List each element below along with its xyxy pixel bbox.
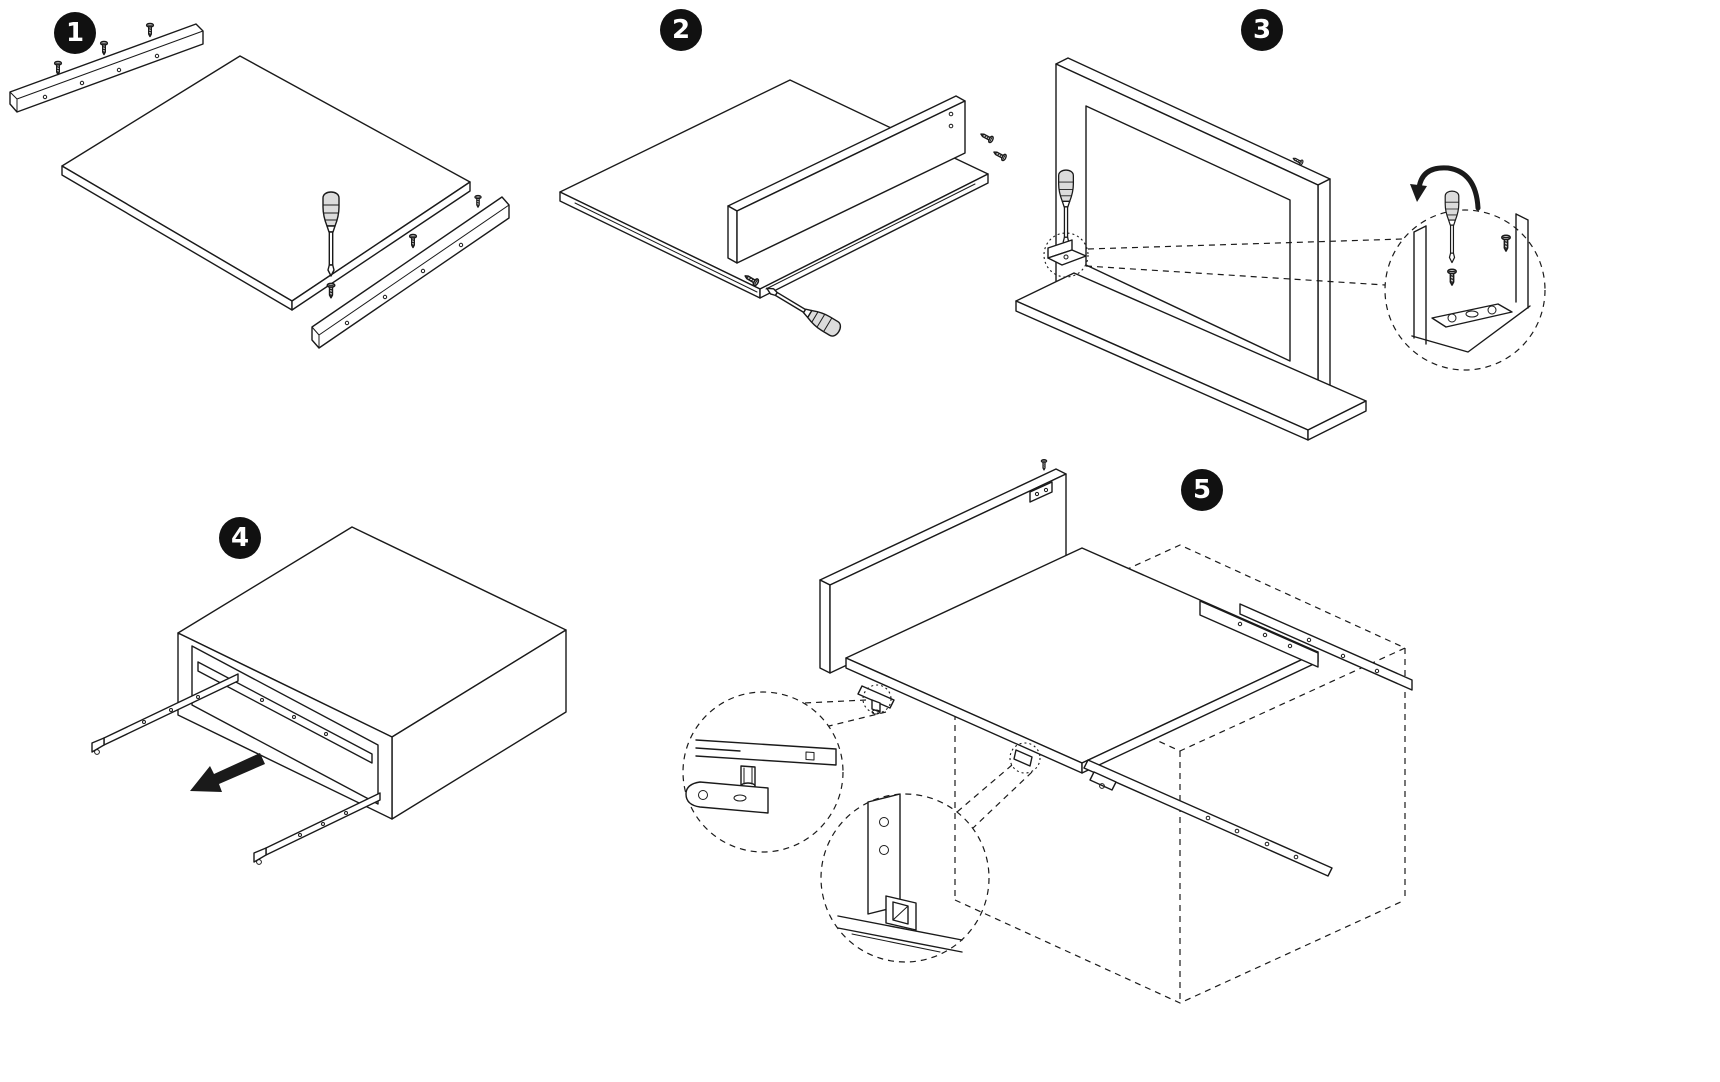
- screw-icon: [408, 233, 418, 249]
- screw-icon: [53, 60, 63, 76]
- detail-source-circle: [862, 684, 892, 714]
- screw-icon: [474, 194, 482, 208]
- corner-bracket: [1047, 239, 1087, 266]
- step-4-illustration: [91, 526, 567, 865]
- detail-source-circle: [1009, 742, 1041, 774]
- step-2-illustration: [559, 79, 1008, 340]
- bracket-detail-view: [1410, 165, 1531, 353]
- screw-icon: [145, 22, 155, 38]
- detail-callout-circle: [820, 793, 990, 963]
- detail-callout-circle: [682, 691, 844, 853]
- latch-detail-view: [837, 793, 963, 953]
- detail-callout-circle: [1384, 209, 1546, 371]
- callout-leader-lines: [803, 699, 887, 727]
- step-3-badge: 3: [1241, 9, 1283, 51]
- screw-icon: [1447, 268, 1457, 286]
- slide-rail-left: [9, 23, 204, 113]
- latch-on-rail: [1013, 749, 1033, 767]
- step-4-badge: 4: [219, 517, 261, 559]
- cabinet-ghost-outline: [953, 544, 1407, 1004]
- screw-icon: [978, 130, 995, 144]
- screw-icon: [99, 40, 109, 56]
- callout-leader-lines: [1085, 238, 1404, 286]
- extended-slide-front: [1083, 759, 1333, 877]
- step-1-badge: 1: [54, 12, 96, 54]
- screwdriver-icon: [1444, 190, 1460, 264]
- step-2-badge: 2: [660, 9, 702, 51]
- extended-slide-lower: [253, 792, 381, 865]
- screw-icon: [991, 148, 1008, 162]
- pin-bracket-detail-view: [685, 739, 837, 814]
- slide-rail-right: [311, 196, 510, 349]
- drawer-back-panel: [819, 468, 1067, 674]
- screwdriver-icon: [762, 280, 844, 340]
- pull-direction-arrow: [190, 753, 265, 792]
- screw-icon: [1501, 234, 1511, 252]
- rotate-arrow-head: [1410, 184, 1427, 202]
- detail-source-circle: [1043, 232, 1089, 278]
- screw-icon: [326, 282, 336, 299]
- screw-icon: [1040, 458, 1048, 471]
- step-1-illustration: [9, 22, 510, 349]
- extended-slide-upper: [91, 673, 239, 755]
- step-3-illustration: [1015, 57, 1546, 441]
- step-5-illustration: [682, 458, 1413, 1004]
- drawer-back-panel: [727, 95, 966, 264]
- drawer-bottom-panel: [61, 55, 471, 311]
- rotate-clockwise-arrow: [1416, 165, 1481, 211]
- callout-leader-lines: [956, 764, 1033, 829]
- step-5-badge: 5: [1181, 469, 1223, 511]
- mounted-slide-right: [1199, 600, 1319, 668]
- base-board: [1015, 272, 1367, 441]
- extended-slide-rear: [1239, 603, 1413, 691]
